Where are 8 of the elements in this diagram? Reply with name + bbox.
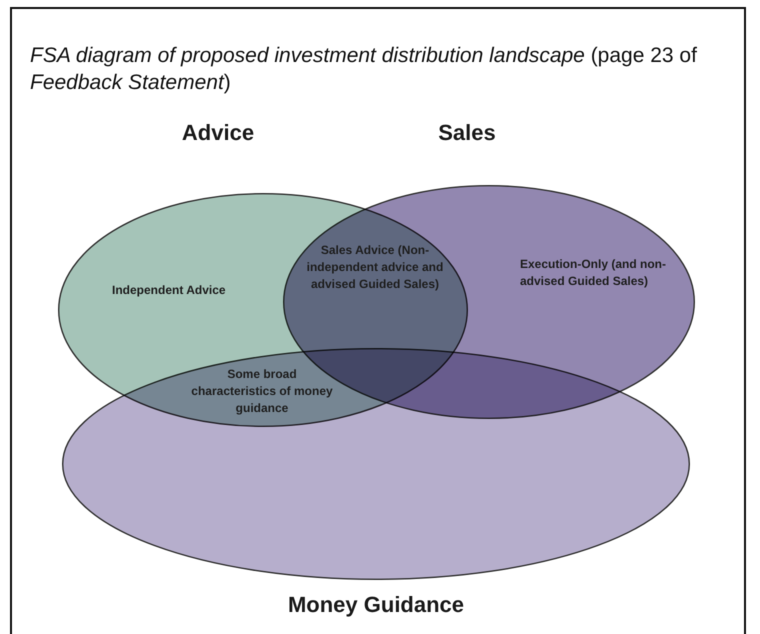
region-label: Execution-Only (and non-advised Guided Sales) [520,256,667,290]
set-heading: Advice [182,120,254,146]
diagram-title: FSA diagram of proposed investment distribution landscape (page 23 of Feedback Statement) [30,43,698,96]
region-label: Some broad characteristics of money guidance [190,366,334,417]
set-heading: Sales [438,120,496,146]
region-label: Sales Advice (Non-independent advice and advised Guided Sales) [306,242,444,293]
region-label: Independent Advice [112,282,227,299]
set-heading: Money Guidance [288,592,464,618]
